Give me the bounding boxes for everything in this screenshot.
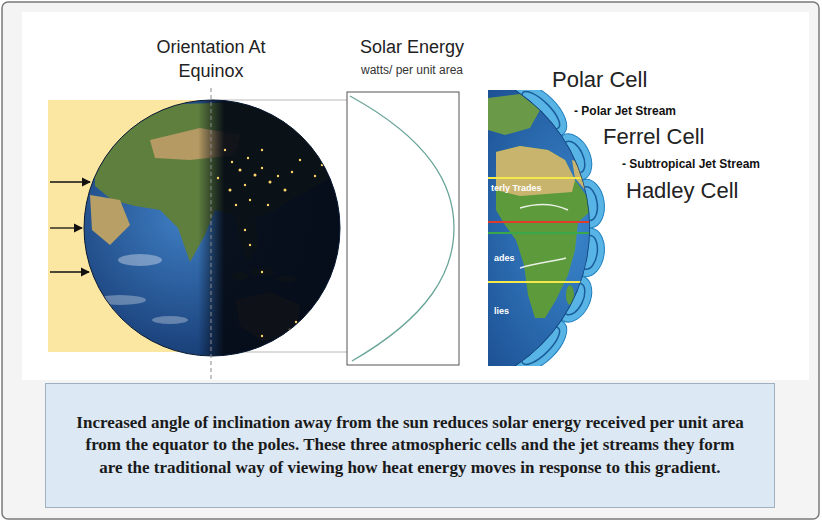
sun-ray-arrows xyxy=(50,181,90,182)
axis-unit: watts/ per unit area xyxy=(342,63,482,77)
label-slot: Hadley Cell xyxy=(626,178,739,204)
earth-globe xyxy=(152,316,188,324)
earth-globe xyxy=(283,336,285,338)
earth-globe xyxy=(249,244,251,246)
label-slot: - Subtropical Jet Stream xyxy=(622,157,760,171)
solar-energy-chart xyxy=(350,96,454,361)
earth-globe xyxy=(235,204,237,206)
label-slot: watts/ per unit area xyxy=(342,63,482,77)
africa-globe xyxy=(488,94,540,135)
view-title: Orientation At Equinox xyxy=(146,35,276,84)
earth-globe xyxy=(291,171,293,173)
label-slot: Solar Energy xyxy=(347,37,477,59)
earth-globe xyxy=(94,295,146,305)
africa-globe xyxy=(488,221,640,223)
earth-globe xyxy=(217,149,326,338)
africa-globe xyxy=(488,232,640,234)
africa-globe xyxy=(488,177,640,179)
earth-globe xyxy=(90,195,130,245)
caption-box: Increased angle of inclination away from… xyxy=(45,383,775,508)
earth-globe xyxy=(84,96,348,360)
sun-ray-arrows xyxy=(50,271,89,272)
africa-globe xyxy=(520,204,568,210)
earth-globe xyxy=(261,335,263,337)
earth-globe xyxy=(217,177,219,179)
guide-lines xyxy=(212,100,347,101)
africa-globe xyxy=(566,285,574,305)
wind-label: terly Trades xyxy=(491,184,542,194)
sun-ray-arrows xyxy=(50,227,82,228)
earth-globe xyxy=(295,321,297,323)
caption-text: Increased angle of inclination away from… xyxy=(76,412,744,478)
label-slot: lies xyxy=(494,307,509,317)
label-slot: - Polar Jet Stream xyxy=(574,104,676,118)
earth-globe xyxy=(261,271,263,273)
earth-globe xyxy=(254,174,257,177)
axis-line xyxy=(211,88,212,380)
solar-energy-chart xyxy=(347,92,459,365)
earth-globe xyxy=(231,161,233,163)
earth-globe xyxy=(247,157,249,159)
label-slot: Ferrel Cell xyxy=(603,124,704,150)
earth-globe xyxy=(84,100,340,356)
africa-globe xyxy=(520,258,566,268)
sun-ray-arrows xyxy=(50,182,90,272)
jet-stream-label: - Polar Jet Stream xyxy=(574,104,676,118)
cell-label: Polar Cell xyxy=(552,67,647,93)
africa-globe xyxy=(572,160,595,190)
earth-globe xyxy=(118,254,162,266)
africa-globe xyxy=(488,281,640,283)
earth-globe xyxy=(261,149,263,151)
earth-globe xyxy=(267,204,269,206)
earth-globe xyxy=(277,175,279,177)
label-slot: terly Trades xyxy=(491,184,542,194)
earth-globe xyxy=(261,167,263,169)
label-slot: Orientation At Equinox xyxy=(146,35,276,84)
jet-stream-label: - Subtropical Jet Stream xyxy=(622,157,760,171)
earth-globe xyxy=(244,184,246,186)
earth-globe xyxy=(229,189,232,192)
earth-globe xyxy=(198,96,348,360)
chart-title: Solar Energy xyxy=(347,37,477,59)
solar-energy-chart xyxy=(347,92,459,365)
label-slot: ades xyxy=(494,254,515,264)
wind-label: ades xyxy=(494,254,515,264)
panel xyxy=(22,12,809,380)
wind-label: lies xyxy=(494,307,509,317)
cell-label: Hadley Cell xyxy=(626,178,739,204)
earth-globe xyxy=(323,155,326,158)
earth-globe xyxy=(239,169,242,172)
earth-globe xyxy=(284,189,287,192)
earth-globe xyxy=(314,175,316,177)
earth-globe xyxy=(299,159,301,161)
earth-globe xyxy=(269,181,272,184)
label-slot: Polar Cell xyxy=(552,67,647,93)
earth-globe xyxy=(244,229,246,231)
earth-globe xyxy=(249,199,251,201)
earth-globe xyxy=(90,96,348,360)
earth-globe xyxy=(224,149,226,151)
cell-label: Ferrel Cell xyxy=(603,124,704,150)
africa-globe xyxy=(488,90,590,366)
